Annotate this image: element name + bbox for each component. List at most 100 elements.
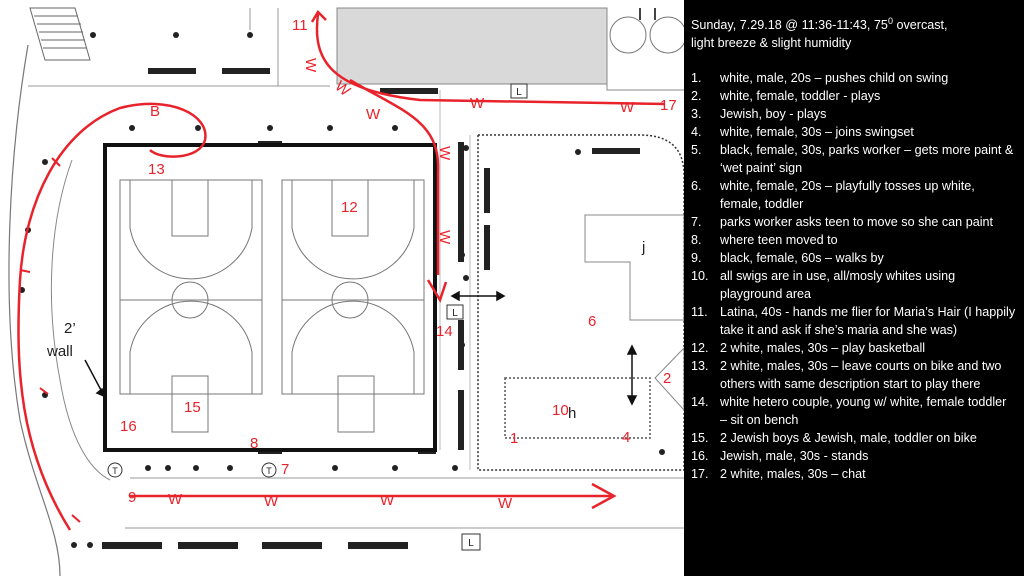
marker-14: 14 — [436, 323, 453, 340]
list-item: 14. white hetero couple, young w/ white, … — [691, 393, 1016, 429]
observation-markers: 1 2 4 6 7 8 9 10 11 12 13 14 15 16 17 — [120, 17, 677, 506]
list-item-text: white, female, 30s – joins swingset — [720, 125, 914, 140]
marker-9: 9 — [128, 489, 136, 506]
list-item-text: 2 white, males, 30s – play basketball — [720, 341, 926, 356]
list-item-text: Latina, 40s - hands me flier for Maria’s… — [720, 305, 1016, 338]
list-item-text: 2 white, males, 30s – chat — [720, 467, 866, 482]
list-item-text: black, female, 30s, parks worker – gets … — [720, 143, 1014, 176]
marker-11: 11 — [292, 17, 308, 34]
svg-text:W: W — [436, 146, 453, 161]
path-letters: W W W W W W W W W W W B — [150, 58, 635, 512]
list-item: 17. 2 white, males, 30s – chat — [691, 465, 1016, 483]
notes-list: 1. white, male, 20s – pushes child on swi… — [691, 69, 1016, 483]
list-item: 15. 2 Jewish boys & Jewish, male, toddler… — [691, 429, 1016, 447]
posts — [19, 32, 665, 548]
list-item-text: white hetero couple, young w/ white, fem… — [720, 395, 1007, 428]
basketball-courts — [103, 143, 437, 452]
playground — [477, 134, 684, 471]
list-item-number: 9. — [691, 251, 702, 266]
building — [336, 7, 608, 85]
list-item-number: 7. — [691, 215, 702, 230]
tree-icon: T — [107, 462, 123, 478]
list-item-text: white, male, 20s – pushes child on swing — [720, 71, 949, 86]
marker-13: 13 — [148, 161, 165, 178]
tree-icon: T — [261, 462, 277, 478]
svg-text:W: W — [470, 95, 485, 112]
left-boundary-inner — [50, 159, 111, 481]
svg-text:W: W — [436, 230, 453, 245]
list-item: 7. parks worker asks teen to move so she … — [691, 213, 1016, 231]
list-item-text: 2 white, males, 30s – leave courts on bi… — [720, 359, 1002, 392]
marker-1: 1 — [510, 430, 518, 447]
list-item-number: 14. — [691, 395, 709, 410]
benches — [102, 68, 640, 549]
marker-10: 10 — [552, 402, 569, 419]
list-item: 12. 2 white, males, 30s – play basketball — [691, 339, 1016, 357]
list-item-text: black, female, 60s – walks by — [720, 251, 884, 266]
svg-text:W: W — [366, 106, 381, 123]
restroom-sign-bottom: L — [461, 533, 481, 551]
marker-4: 4 — [622, 429, 630, 446]
restroom-sign-mid: L — [446, 304, 464, 320]
list-item-text: 2 Jewish boys & Jewish, male, toddler on… — [720, 431, 977, 446]
svg-text:T: T — [266, 466, 272, 476]
list-item-number: 6. — [691, 179, 702, 194]
svg-text:W: W — [168, 491, 183, 508]
marker-16: 16 — [120, 418, 137, 435]
area-h-label: h — [568, 405, 576, 422]
movement-arrows — [84, 290, 638, 406]
svg-text:B: B — [150, 103, 160, 120]
svg-text:L: L — [468, 538, 474, 549]
marker-8: 8 — [250, 435, 258, 452]
svg-text:L: L — [452, 308, 458, 319]
svg-text:W: W — [302, 58, 319, 73]
list-item: 10.all swigs are in use, all/mosly white… — [691, 267, 1016, 303]
observation-notes: Sunday, 7.29.18 @ 11:36-11:43, 750 overc… — [684, 0, 1024, 576]
list-item-text: white, female, toddler - plays — [720, 89, 881, 104]
left-boundary — [8, 44, 61, 576]
list-item: 11. Latina, 40s - hands me flier for Mari… — [691, 303, 1016, 339]
marker-6: 6 — [588, 313, 596, 330]
marker-7: 7 — [281, 461, 289, 478]
notes-header: Sunday, 7.29.18 @ 11:36-11:43, 750 overc… — [691, 16, 948, 51]
list-item-number: 17. — [691, 467, 709, 482]
list-item-number: 13. — [691, 359, 709, 374]
list-item: 4. white, female, 30s – joins swingset — [691, 123, 1016, 141]
svg-text:W: W — [380, 492, 395, 509]
wall-label: 2’ — [64, 320, 76, 337]
list-item: 5. black, female, 30s, parks worker – get… — [691, 141, 1016, 177]
list-item-number: 8. — [691, 233, 702, 248]
marker-12: 12 — [341, 199, 358, 216]
list-item: 6.white, female, 20s – playfully tosses … — [691, 177, 1016, 213]
svg-text:W: W — [264, 493, 279, 510]
marker-17: 17 — [660, 97, 677, 114]
svg-text:W: W — [620, 99, 635, 116]
svg-text:T: T — [112, 466, 118, 476]
list-item-text: parks worker asks teen to move so she ca… — [720, 215, 993, 230]
area-j-label: j — [641, 239, 645, 256]
list-item: 1. white, male, 20s – pushes child on swi… — [691, 69, 1016, 87]
list-item-number: 2. — [691, 89, 702, 104]
stairs — [29, 7, 91, 61]
list-item-number: 12. — [691, 341, 709, 356]
list-item-number: 15. — [691, 431, 709, 446]
marker-15: 15 — [184, 399, 201, 416]
svg-text:L: L — [516, 87, 522, 98]
list-item: 16.Jewish, male, 30s - stands — [691, 447, 1016, 465]
list-item-number: 3. — [691, 107, 702, 122]
list-item-text: where teen moved to — [720, 233, 838, 248]
list-item: 3. Jewish, boy - plays — [691, 105, 1016, 123]
list-item-text: Jewish, male, 30s - stands — [720, 449, 869, 464]
observer-paths — [17, 9, 666, 531]
list-item-text: all swigs are in use, all/mosly whites u… — [720, 269, 956, 302]
list-item-text: Jewish, boy - plays — [720, 107, 827, 122]
list-item-number: 11. — [691, 305, 708, 320]
svg-text:W: W — [498, 495, 513, 512]
list-item-number: 5. — [691, 143, 702, 158]
wall-label: wall — [46, 343, 73, 360]
restroom-sign-top: L — [510, 83, 528, 99]
list-item-number: 1. — [691, 71, 702, 86]
list-item-number: 4. — [691, 125, 702, 140]
park-map: L L L T T — [0, 0, 684, 576]
